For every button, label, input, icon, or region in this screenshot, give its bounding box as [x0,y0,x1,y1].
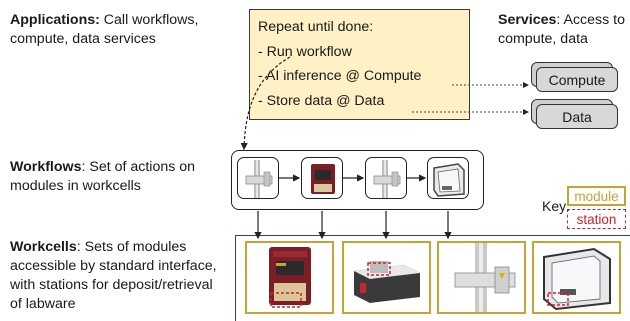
applications-description: Applications: Call workflows, compute, d… [10,12,199,47]
plate-hotel-icon [311,164,335,194]
plate-hotel-icon [269,247,311,308]
station-marker [367,262,391,276]
robot-arm-icon [373,160,401,198]
station-marker [270,292,302,308]
compute-service: Compute [531,62,618,92]
plate-reader-icon [354,261,420,303]
key-module: module [567,186,626,206]
enclosure-icon [543,247,611,311]
services-description: Services: Access to compute, data [498,12,625,47]
workcell-module-enclosure [532,241,621,314]
robot-arm-icon [454,243,516,312]
workcells-description: Workcells: Sets of modules accessible by… [10,239,217,312]
robot-arm-icon [245,160,273,198]
key-label: Key: [542,198,571,214]
workflow-node-robot-arm-2 [365,157,407,199]
station-marker [547,292,569,306]
compute-service-label: Compute [536,67,618,92]
key-station: station [567,209,626,229]
arrow-run-workflow [240,56,291,151]
workflow-node-plate-hotel [301,157,343,199]
workcell-module-plate-hotel [245,241,334,314]
app-line-ai-inference: - AI inference @ Compute [258,68,422,84]
app-line-run-workflow: - Run workflow [258,43,352,60]
data-service: Data [531,99,618,129]
workflow-node-enclosure [427,157,469,199]
workcell-frame [235,235,630,321]
application-box: Repeat until done: - Run workflow - AI i… [249,9,470,120]
app-line-repeat: Repeat until done: [258,19,374,35]
workcell-module-robot-arm [437,241,526,314]
data-service-label: Data [536,104,618,129]
workflows-description: Workflows: Set of actions on modules in … [10,159,196,194]
workcell-module-plate-reader [342,241,431,314]
workflow-node-robot-arm [237,157,279,199]
enclosure-icon [433,163,465,197]
app-line-store-data: - Store data @ Data [258,92,385,109]
workflow-container [231,150,484,210]
